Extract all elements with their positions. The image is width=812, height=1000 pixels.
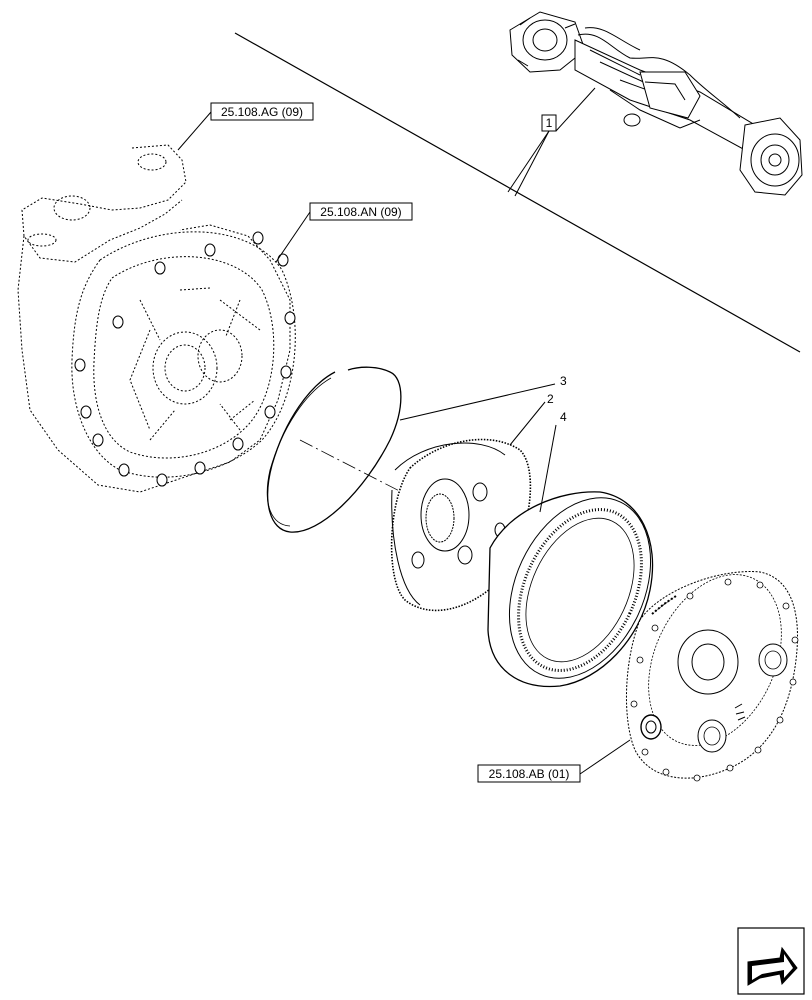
ref-ag-label: 25.108.AG (09) [221,105,303,119]
hub-cover[interactable] [623,553,808,782]
ref-ab-group[interactable]: 25.108.AB (01) [477,739,631,783]
axle-housing[interactable] [17,144,296,493]
axle-assembly[interactable] [509,11,803,196]
section-divider-line [234,32,801,353]
callout-2-group[interactable]: 2 [509,392,554,446]
cover-bolt-holes [630,578,799,782]
ref-an-group[interactable]: 25.108.AN (09) [275,202,413,263]
callout-3: 3 [560,374,567,388]
next-page-arrow-icon[interactable] [737,927,805,995]
ref-ag-group[interactable]: 25.108.AG (09) [177,102,314,151]
ref-ab-label: 25.108.AB (01) [489,767,570,781]
callout-2: 2 [547,392,554,406]
callout-4-group[interactable]: 4 [539,410,567,513]
ref-an-label: 25.108.AN (09) [320,205,401,219]
callout-4: 4 [560,410,567,424]
callout-1-group[interactable]: 1 [507,87,596,197]
callout-1: 1 [546,116,553,130]
housing-bolt-holes [74,231,296,487]
ring-gear[interactable] [482,475,678,701]
callout-3-group[interactable]: 3 [399,374,567,421]
snap-ring[interactable] [266,366,402,533]
